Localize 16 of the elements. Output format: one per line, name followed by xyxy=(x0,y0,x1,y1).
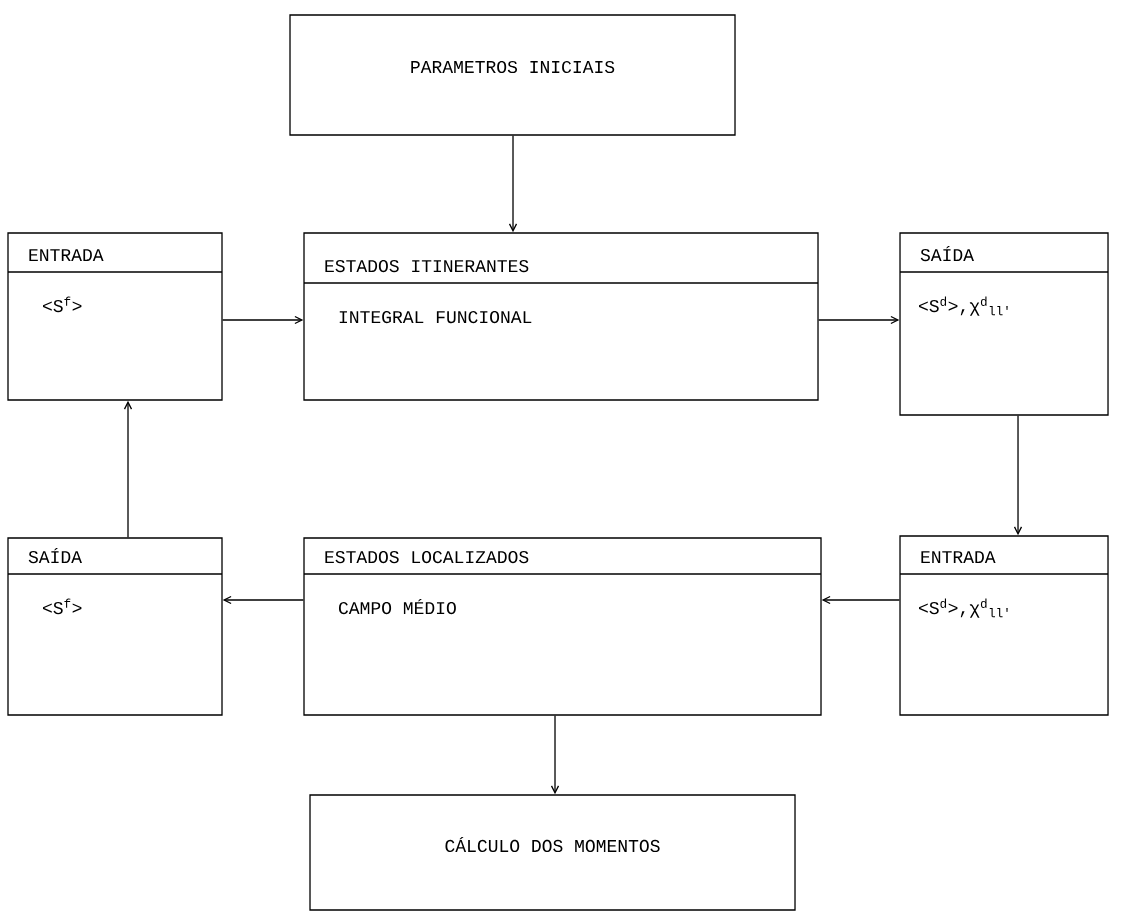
arrow xyxy=(222,315,304,325)
process-box: ESTADOS ITINERANTES INTEGRAL FUNCIONAL xyxy=(303,232,819,401)
process-box: SAÍDA <S$^{f}$> xyxy=(7,537,223,716)
process-box: CÁLCULO DOS MOMENTOS xyxy=(309,794,796,911)
process-box: SAÍDA <S$^{d}$>,χ$^{d}$ll' xyxy=(899,232,1109,416)
process-box: ESTADOS LOCALIZADOS CAMPO MÉDIO xyxy=(303,537,822,716)
arrow xyxy=(550,715,560,795)
arrow xyxy=(818,315,900,325)
arrow xyxy=(821,595,900,605)
arrow xyxy=(222,595,304,605)
process-box: ENTRADA <S$^{f}$> xyxy=(7,232,223,401)
arrow xyxy=(123,400,133,538)
process-box: PARAMETROS INICIAIS xyxy=(289,14,736,136)
arrow xyxy=(508,135,518,233)
arrow xyxy=(1013,415,1023,536)
process-box: ENTRADA <S$^{d}$>,χ$^{d}$ll' xyxy=(899,535,1109,716)
